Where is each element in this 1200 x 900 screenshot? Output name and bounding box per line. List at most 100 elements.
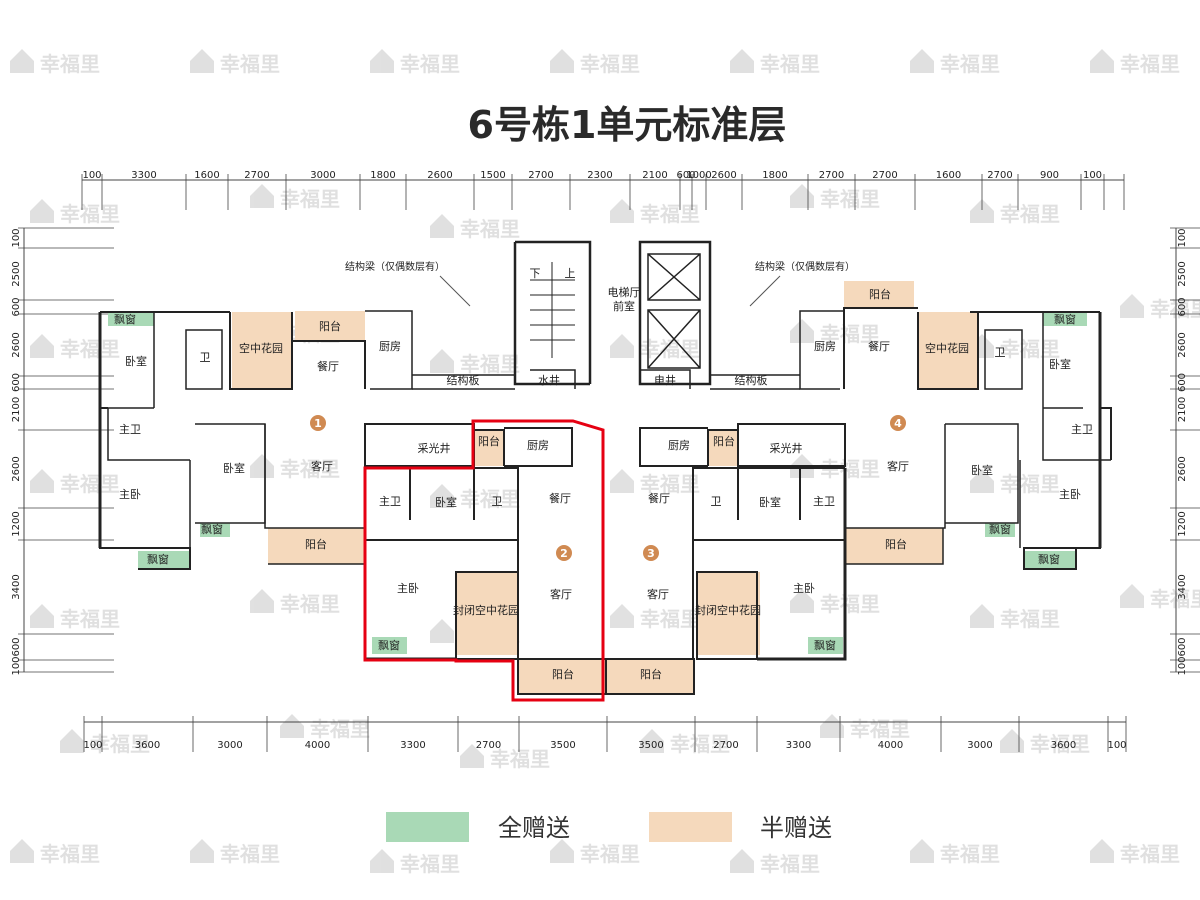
watermark-29: 幸福里 [610, 604, 700, 631]
watermark-4: 幸福里 [730, 49, 820, 76]
svg-text:幸福里: 幸福里 [1120, 842, 1180, 866]
room-label-master_bed-47: 主卧 [793, 582, 815, 595]
svg-text:幸福里: 幸福里 [490, 747, 550, 771]
dim-top-label-6: 2600 [427, 170, 452, 181]
watermark-15: 幸福里 [430, 349, 520, 376]
room-label-balcony-19: 阳台 [305, 537, 327, 551]
room-label-stair_up-59: 上 [565, 267, 576, 280]
room-label-bedroom-40: 卧室 [759, 495, 781, 509]
dim-left-label-9: 600 [11, 637, 22, 656]
watermark-31: 幸福里 [970, 604, 1060, 631]
dim-top-label-9: 2300 [587, 170, 612, 181]
room-label-master_bath-34: 主卫 [379, 495, 401, 508]
walls [98, 240, 1112, 695]
dim-top-label-10: 2100 [642, 170, 667, 181]
svg-text:幸福里: 幸福里 [580, 842, 640, 866]
svg-text:幸福里: 幸福里 [760, 852, 820, 876]
room-label-kitchen-31: 厨房 [668, 439, 690, 452]
svg-text:幸福里: 幸福里 [1000, 472, 1060, 496]
watermark-17: 幸福里 [790, 319, 880, 346]
dim-top-label-12: 1000 [686, 170, 711, 181]
svg-text:幸福里: 幸福里 [220, 842, 280, 866]
watermark-9: 幸福里 [430, 214, 520, 241]
dim-top-label-13: 2600 [711, 170, 736, 181]
room-label-closed_garden-43: 封闭空中花园 [453, 603, 519, 617]
room-label-bedroom-2: 卧室 [125, 354, 147, 368]
room-label-stair_down-58: 下 [530, 267, 541, 280]
watermark-41: 幸福里 [370, 849, 460, 876]
room-label-dining-38: 餐厅 [648, 491, 670, 505]
dim-top-label-11: 600 [676, 170, 695, 181]
svg-text:幸福里: 幸福里 [670, 732, 730, 756]
svg-text:幸福里: 幸福里 [820, 592, 880, 616]
watermark-18: 幸福里 [970, 334, 1060, 361]
plan-title: 6号栋1单元标准层 [468, 103, 787, 147]
svg-text:幸福里: 幸福里 [1150, 587, 1200, 611]
room-label-balcony-10: 阳台 [869, 287, 891, 301]
watermark-16: 幸福里 [610, 334, 700, 361]
legend-label-full: 全赠送 [498, 814, 570, 842]
dim-bottom-label-5: 2700 [476, 740, 501, 751]
unit-marker-circle-4 [890, 415, 906, 431]
watermark-8: 幸福里 [250, 184, 340, 211]
room-label-bath-3: 卫 [200, 351, 211, 364]
room-label-master_bath-21: 主卫 [1071, 423, 1093, 436]
room-label-balcony-5: 阳台 [319, 319, 341, 333]
legend-label-half: 半赠送 [760, 814, 832, 842]
room-label-balcony-26: 阳台 [885, 537, 907, 551]
svg-text:幸福里: 幸福里 [60, 472, 120, 496]
room-label-bay_window-20: 飘窗 [147, 552, 169, 566]
room-label-structure_slab-53: 结构板 [735, 373, 768, 387]
dim-bottom-label-12: 3600 [1051, 740, 1076, 751]
room-label-bay_window-49: 飘窗 [814, 638, 836, 652]
dim-bottom-label-0: 100 [83, 740, 102, 751]
room-label-bay_window-1: 飘窗 [1054, 312, 1076, 326]
watermark-30: 幸福里 [790, 589, 880, 616]
watermark-19: 幸福里 [1120, 294, 1200, 321]
dim-right-label-5: 2100 [1177, 397, 1188, 422]
dim-left-label-8: 3400 [11, 574, 22, 599]
watermark-25: 幸福里 [970, 469, 1060, 496]
room-label-living-24: 客厅 [887, 459, 909, 473]
room-label-sky_garden-11: 空中花园 [925, 341, 969, 355]
dim-top-label-17: 1600 [936, 170, 961, 181]
watermark-13: 幸福里 [30, 334, 120, 361]
room-label-master_bed-22: 主卧 [1059, 488, 1081, 501]
dim-right-label-4: 600 [1177, 373, 1188, 392]
dim-bottom-label-3: 4000 [305, 740, 330, 751]
watermark-1: 幸福里 [190, 49, 280, 76]
watermark-27: 幸福里 [250, 589, 340, 616]
watermark-37: 幸福里 [820, 714, 910, 741]
watermark-7: 幸福里 [30, 199, 120, 226]
watermark-10: 幸福里 [610, 199, 700, 226]
room-label-kitchen-7: 厨房 [379, 340, 401, 353]
dim-right-label-3: 2600 [1177, 332, 1188, 357]
svg-text:幸福里: 幸福里 [280, 592, 340, 616]
watermark-6: 幸福里 [1090, 49, 1180, 76]
svg-text:幸福里: 幸福里 [640, 607, 700, 631]
watermark-23: 幸福里 [610, 469, 700, 496]
svg-text:幸福里: 幸福里 [280, 457, 340, 481]
watermark-22: 幸福里 [430, 484, 520, 511]
watermark-42: 幸福里 [550, 839, 640, 866]
svg-text:幸福里: 幸福里 [820, 187, 880, 211]
dim-top-label-16: 2700 [872, 170, 897, 181]
room-label-master_bed-15: 主卧 [119, 488, 141, 501]
dim-right-label-6: 2600 [1177, 456, 1188, 481]
svg-text:幸福里: 幸福里 [940, 52, 1000, 76]
watermark-35: 幸福里 [460, 744, 550, 771]
svg-text:幸福里: 幸福里 [60, 607, 120, 631]
room-label-sky_garden-4: 空中花园 [239, 341, 283, 355]
svg-text:幸福里: 幸福里 [1030, 732, 1090, 756]
dim-bottom-label-8: 2700 [713, 740, 738, 751]
room-label-dining-37: 餐厅 [549, 491, 571, 505]
svg-text:幸福里: 幸福里 [1000, 337, 1060, 361]
dim-left-label-5: 2100 [11, 397, 22, 422]
dim-bottom-label-10: 4000 [878, 740, 903, 751]
dim-top-label-0: 100 [82, 170, 101, 181]
dim-bottom-label-7: 3500 [638, 740, 663, 751]
dim-right-label-2: 600 [1177, 297, 1188, 316]
